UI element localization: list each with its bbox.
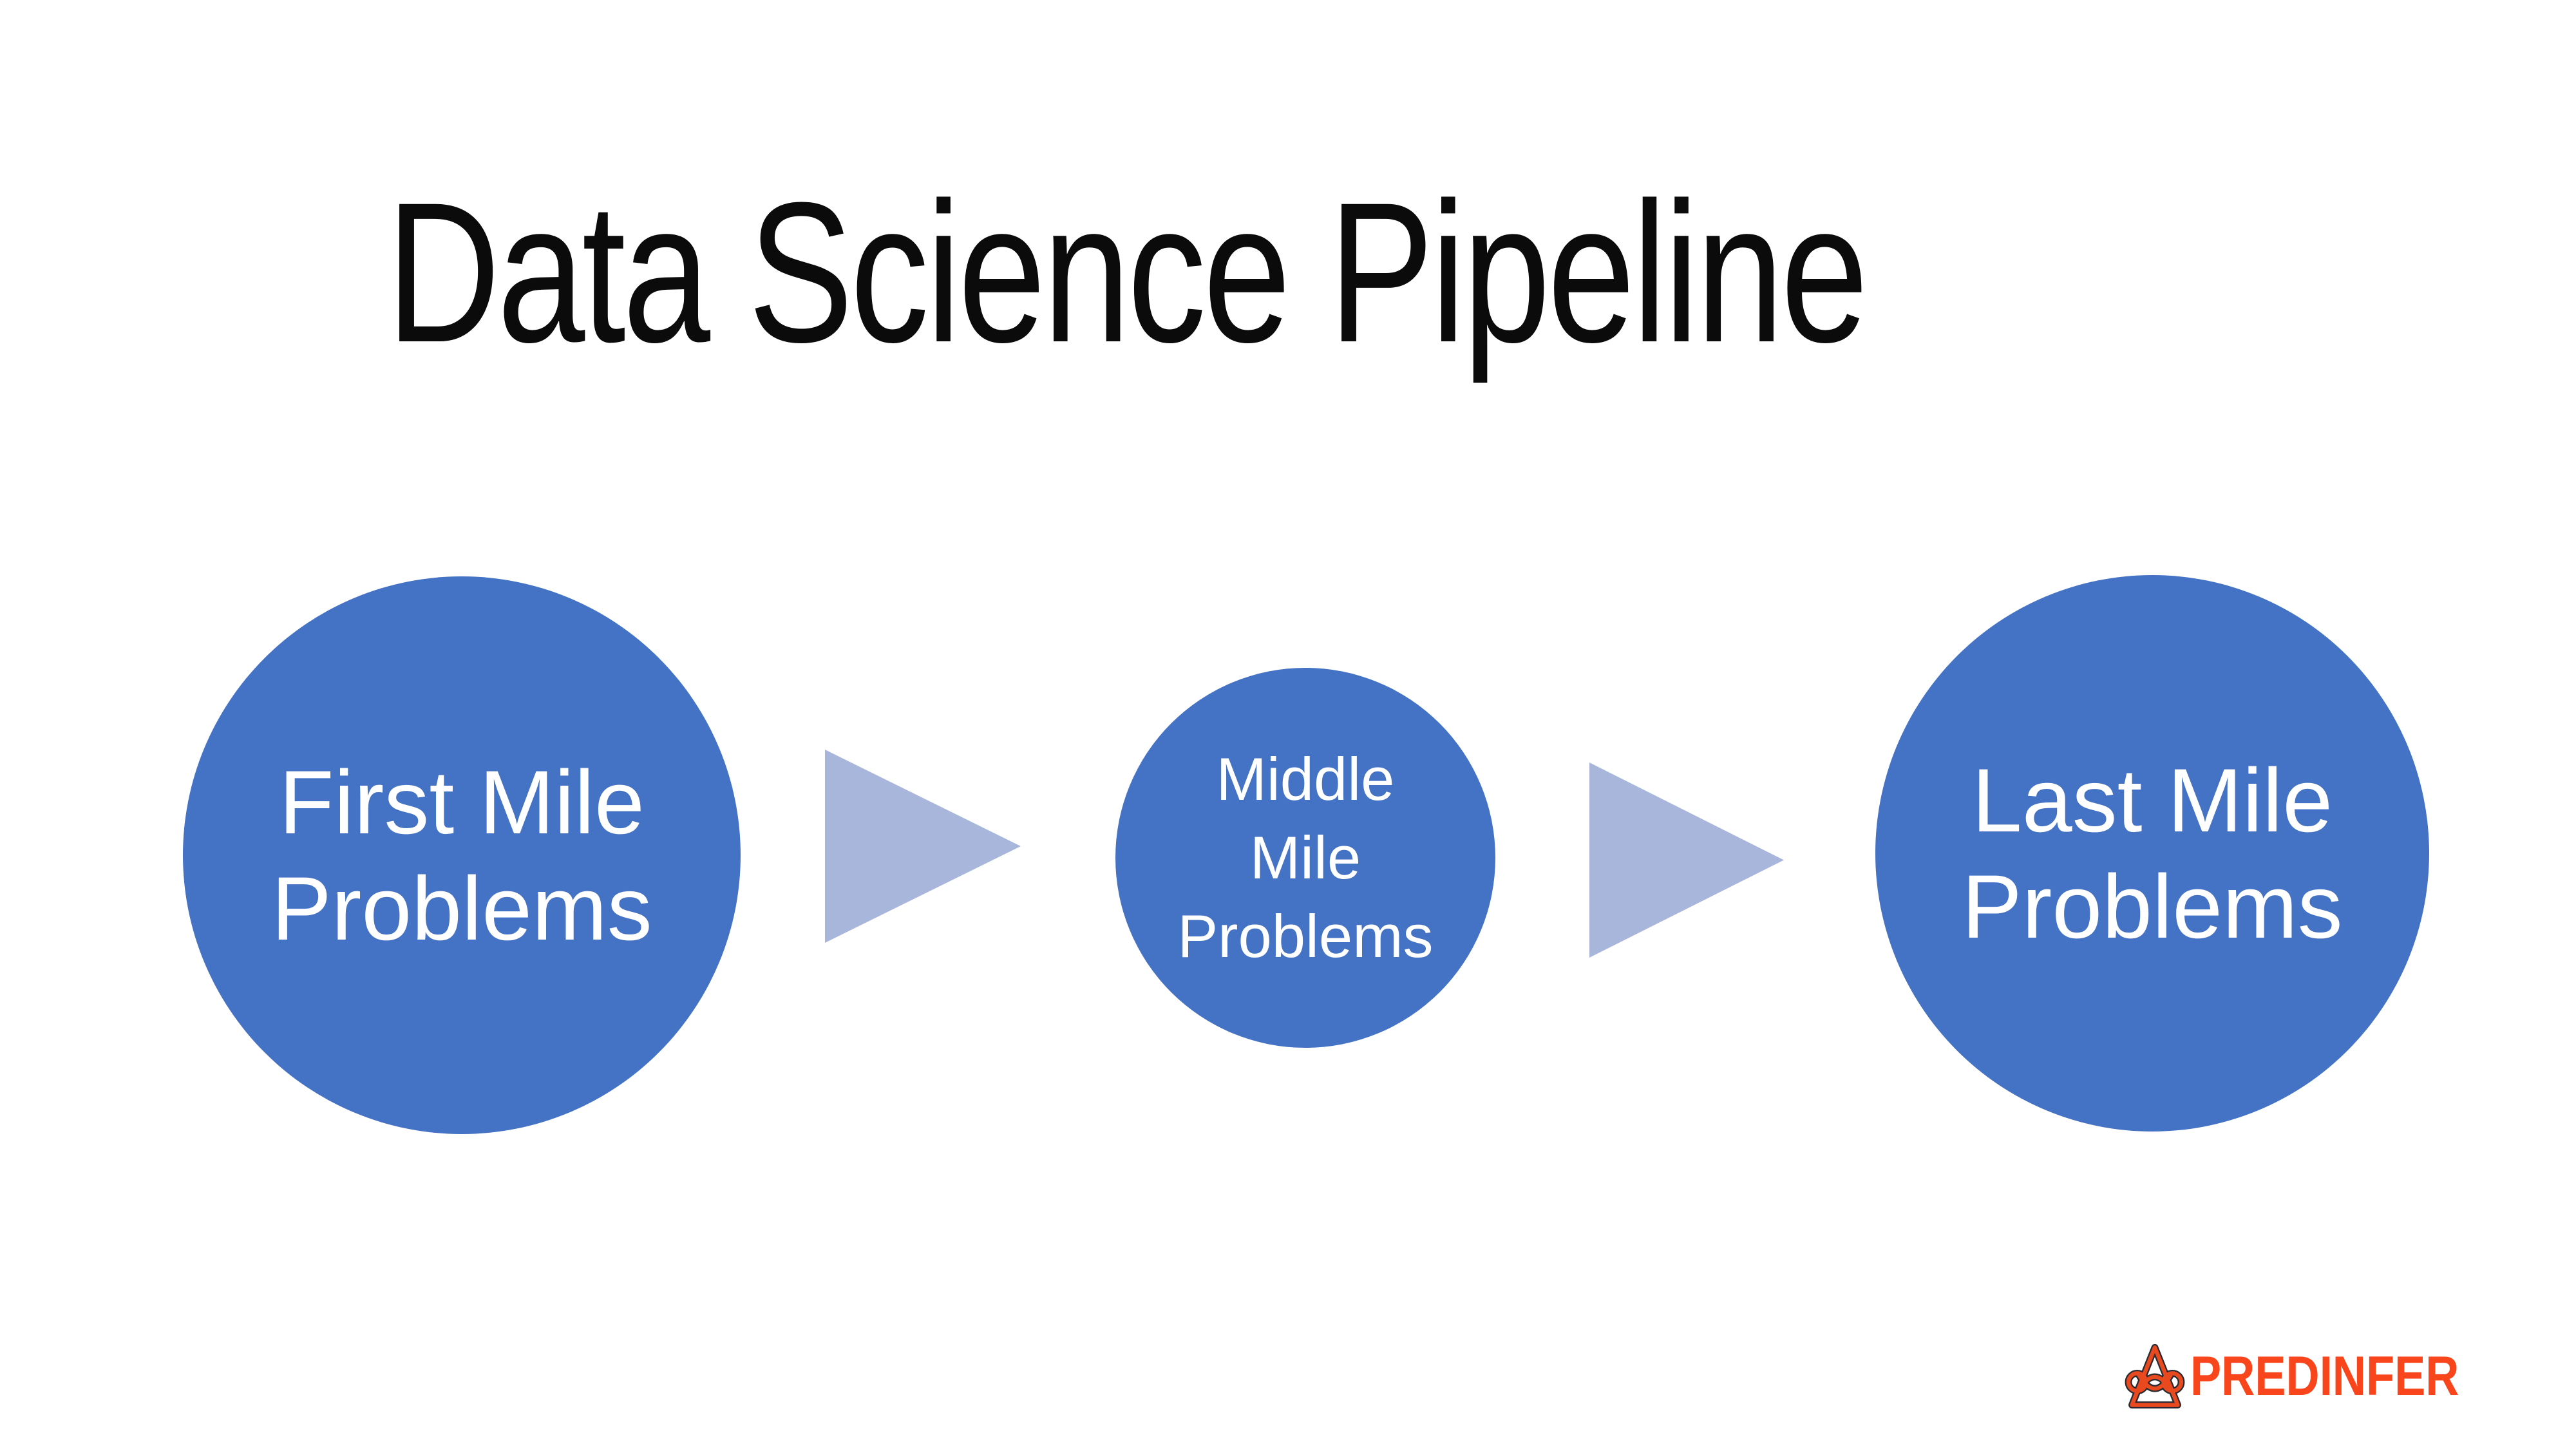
logo-text: PREDINFER <box>2190 1345 2459 1407</box>
flow-arrow-icon <box>1589 762 1784 958</box>
node-last-mile-problems: Last Mile Problems <box>1875 575 2429 1132</box>
predinfer-logo: PREDINFER <box>2125 1343 2510 1409</box>
predinfer-logo-icon <box>2125 1343 2185 1409</box>
node-middle-mile-problems: Middle Mile Problems <box>1115 668 1495 1048</box>
slide-title: Data Science Pipeline <box>386 160 1868 384</box>
node-first-mile-problems: First Mile Problems <box>183 576 741 1134</box>
node-label: Last Mile Problems <box>1962 749 2343 957</box>
node-label: First Mile Problems <box>271 751 652 959</box>
node-label: Middle Mile Problems <box>1177 744 1434 971</box>
flow-arrow-icon <box>825 750 1021 943</box>
